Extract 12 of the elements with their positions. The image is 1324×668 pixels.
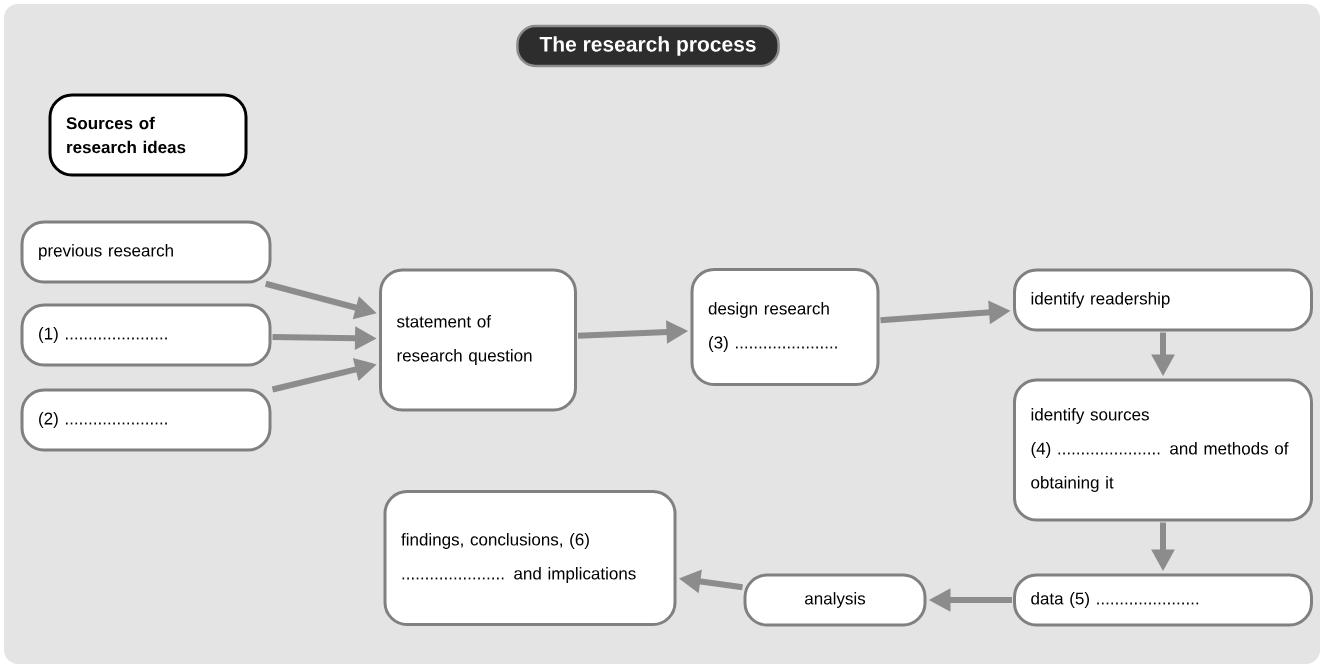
heading-box: Sources of research ideas bbox=[48, 93, 248, 177]
process-box: (1) ...................... bbox=[20, 303, 272, 367]
process-box: (2) ...................... bbox=[20, 388, 272, 452]
process-box: design research (3) ...................... bbox=[690, 268, 880, 386]
process-box: identify sources (4) ...................... and methods of obtaining it bbox=[1013, 378, 1313, 522]
process-box: statement of research question bbox=[379, 268, 577, 412]
process-box: previous research bbox=[20, 220, 272, 284]
process-box: findings, conclusions, (6) ...................... and implications bbox=[383, 490, 677, 626]
process-box: data (5) ...................... bbox=[1013, 573, 1313, 627]
process-box: analysis bbox=[743, 573, 927, 627]
title-banner: The research process bbox=[516, 24, 780, 68]
process-box: identify readership bbox=[1013, 268, 1313, 332]
